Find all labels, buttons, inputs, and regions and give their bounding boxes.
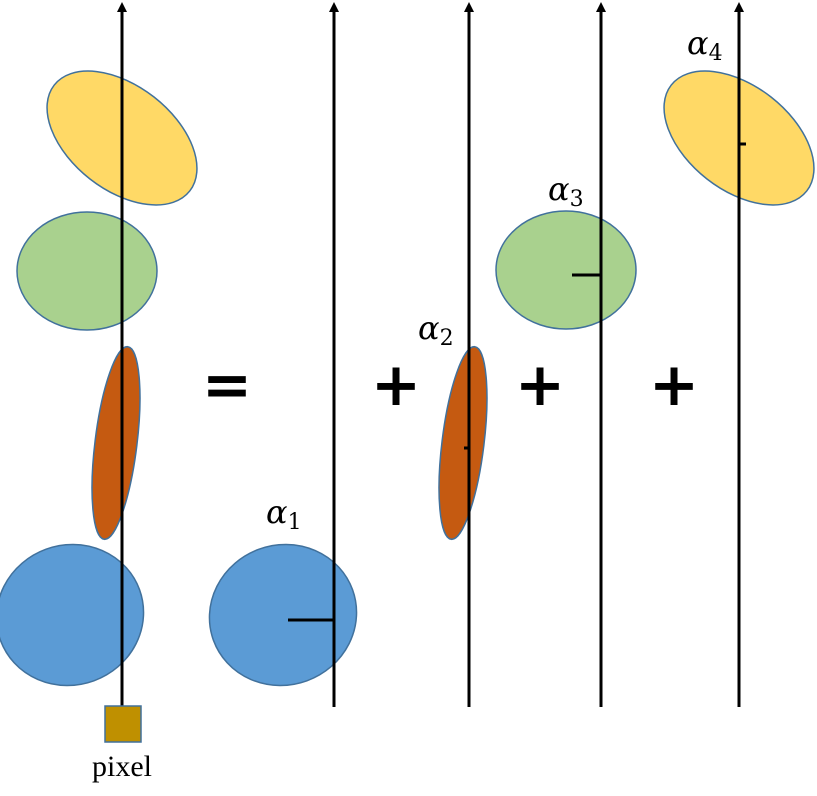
alpha-2-label: α2 — [418, 309, 454, 351]
composite-stack: pixel — [0, 2, 198, 783]
pixel-label: pixel — [92, 750, 152, 783]
equals-sign: = — [202, 350, 252, 420]
alpha-3-label: α3 — [548, 170, 584, 212]
green-gaussian — [16, 211, 158, 331]
plus-sign-3: + — [649, 350, 699, 420]
alpha-1-label: α1 — [266, 493, 302, 535]
term-3: α3 — [495, 2, 637, 707]
yellow-gaussian-term — [663, 70, 815, 206]
plus-sign-1: + — [371, 350, 421, 420]
blue-gaussian — [0, 543, 145, 687]
blue-gaussian-term — [208, 543, 358, 687]
term-1: α1 — [208, 2, 358, 707]
orange-gaussian — [91, 345, 141, 541]
green-gaussian-term — [495, 210, 637, 330]
alpha-4-label: α4 — [687, 24, 723, 66]
term-4: α4 — [663, 2, 815, 707]
term-2: α2 — [418, 2, 488, 707]
pixel-square — [104, 705, 142, 743]
plus-sign-2: + — [515, 350, 565, 420]
orange-gaussian-term — [438, 345, 488, 541]
